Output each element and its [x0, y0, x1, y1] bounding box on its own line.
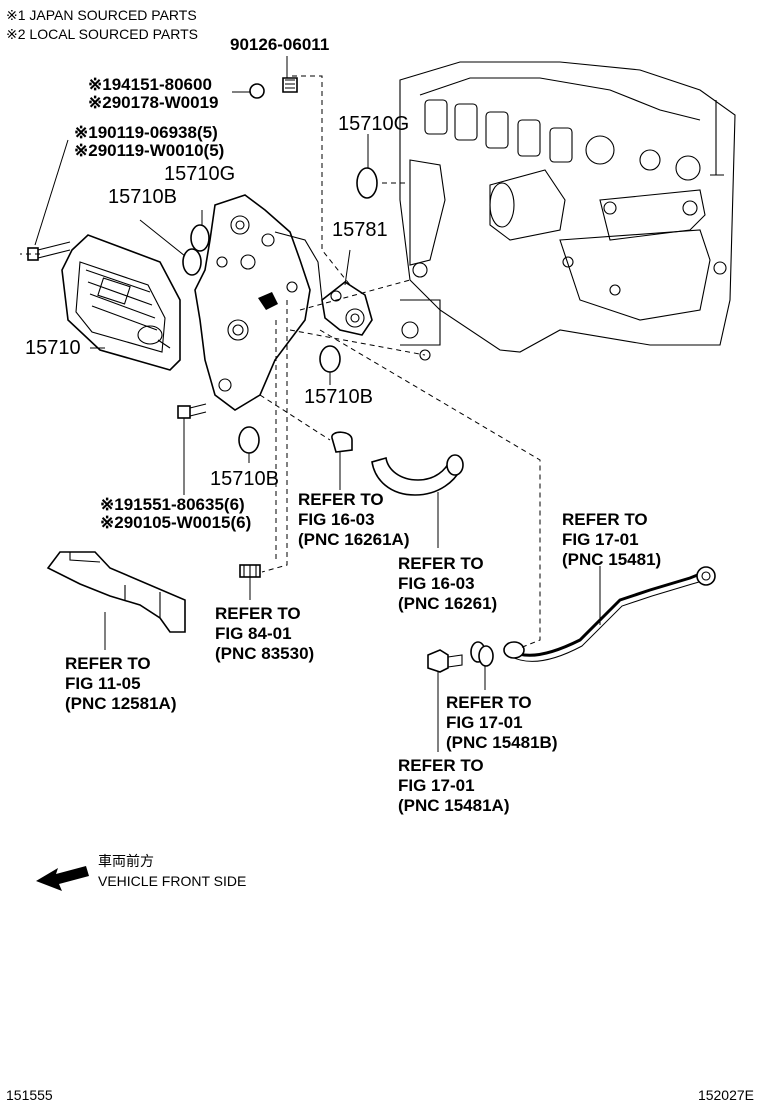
gasket-15481b	[470, 641, 494, 667]
o-ring-15710g-engine	[356, 167, 378, 199]
ref-15481-line1: REFER TO	[562, 510, 648, 529]
o-ring-15710g-cover	[190, 224, 210, 252]
label-15710g-engine: 15710G	[338, 113, 409, 135]
ref-15481-line2: FIG 17-01	[562, 530, 639, 549]
dash-cover-engine-2	[299, 279, 411, 311]
ref-12581a-line2: FIG 11-05	[65, 674, 141, 693]
hose-16261	[371, 454, 464, 496]
o-ring-15710b-upper	[182, 248, 202, 276]
label-bolt2-local: ※290105-W0015(6)	[100, 513, 251, 532]
ref-15481b-line2: FIG 17-01	[446, 713, 523, 732]
label-nut-jp: ※194151-80600	[88, 75, 212, 94]
clamp-16261a	[331, 431, 353, 453]
footer-code-left: 151555	[6, 1087, 53, 1103]
dash-cover-engine	[289, 329, 426, 356]
ref-16261-line1: REFER TO	[398, 554, 484, 573]
o-ring-15710b-lower	[238, 426, 260, 454]
ref-16261a-line2: FIG 16-03	[298, 510, 375, 529]
label-15781: 15781	[332, 219, 388, 241]
ref-12581a-line3: (PNC 12581A)	[65, 694, 177, 713]
label-15710g-cover: 15710G	[164, 163, 235, 185]
bolt-90119	[27, 241, 71, 261]
oil-cooler-15710	[61, 234, 181, 371]
chain-guide-12581a	[46, 551, 186, 633]
note-japan-sourced: ※1 JAPAN SOURCED PARTS	[6, 7, 197, 23]
ref-12581a-line1: REFER TO	[65, 654, 151, 673]
dash-oil-pipe	[319, 329, 541, 649]
note-local-sourced: ※2 LOCAL SOURCED PARTS	[6, 26, 198, 42]
ref-83530-line3: (PNC 83530)	[215, 644, 314, 663]
sensor-83530	[239, 564, 261, 578]
bolt-91551	[177, 403, 207, 419]
leader-15710b-upper	[139, 219, 186, 257]
ref-83530-line2: FIG 84-01	[215, 624, 292, 643]
ref-15481a-line2: FIG 17-01	[398, 776, 475, 795]
label-15710b-upper: 15710B	[108, 186, 177, 208]
label-nut-local: ※290178-W0019	[88, 93, 219, 112]
ref-83530-line1: REFER TO	[215, 604, 301, 623]
ref-15481b-line3: (PNC 15481B)	[446, 733, 558, 752]
footer-code-right: 152027E	[698, 1087, 754, 1103]
leader-15781	[344, 249, 351, 286]
leader-bolt	[34, 139, 69, 246]
engine-block	[399, 61, 736, 361]
direction-label-jp: 車両前方	[98, 853, 154, 869]
union-bolt-15481a	[427, 649, 463, 673]
ref-15481b-line1: REFER TO	[446, 693, 532, 712]
ref-16261a-line1: REFER TO	[298, 490, 384, 509]
pipe-15781	[321, 281, 373, 336]
ref-15481a-line3: (PNC 15481A)	[398, 796, 510, 815]
stud-90126	[282, 77, 298, 93]
ref-16261-line3: (PNC 16261)	[398, 594, 497, 613]
label-stud: 90126-06011	[230, 35, 329, 54]
oil-filter-bracket	[194, 194, 323, 411]
direction-label-en: VEHICLE FRONT SIDE	[98, 873, 246, 889]
label-bolt2-jp: ※191551-80635(6)	[100, 495, 245, 514]
o-ring-15710b-right	[319, 345, 341, 373]
label-15710b-right: 15710B	[304, 386, 373, 408]
ref-16261a-line3: (PNC 16261A)	[298, 530, 410, 549]
ref-15481a-line1: REFER TO	[398, 756, 484, 775]
nut-94151	[249, 83, 265, 99]
ref-16261-line2: FIG 16-03	[398, 574, 475, 593]
oil-pipe-15481	[503, 566, 716, 662]
ref-15481-line3: (PNC 15481)	[562, 550, 661, 569]
left-arrow-icon	[36, 866, 89, 891]
dash-stud	[292, 75, 351, 286]
label-15710b-lower: 15710B	[210, 468, 279, 490]
dash-sensor	[261, 300, 288, 573]
dash-clamp	[259, 394, 331, 441]
label-15710: 15710	[25, 337, 81, 359]
label-bolt-local: ※290119-W0010(5)	[74, 141, 224, 160]
label-bolt-jp: ※190119-06938(5)	[74, 123, 218, 142]
